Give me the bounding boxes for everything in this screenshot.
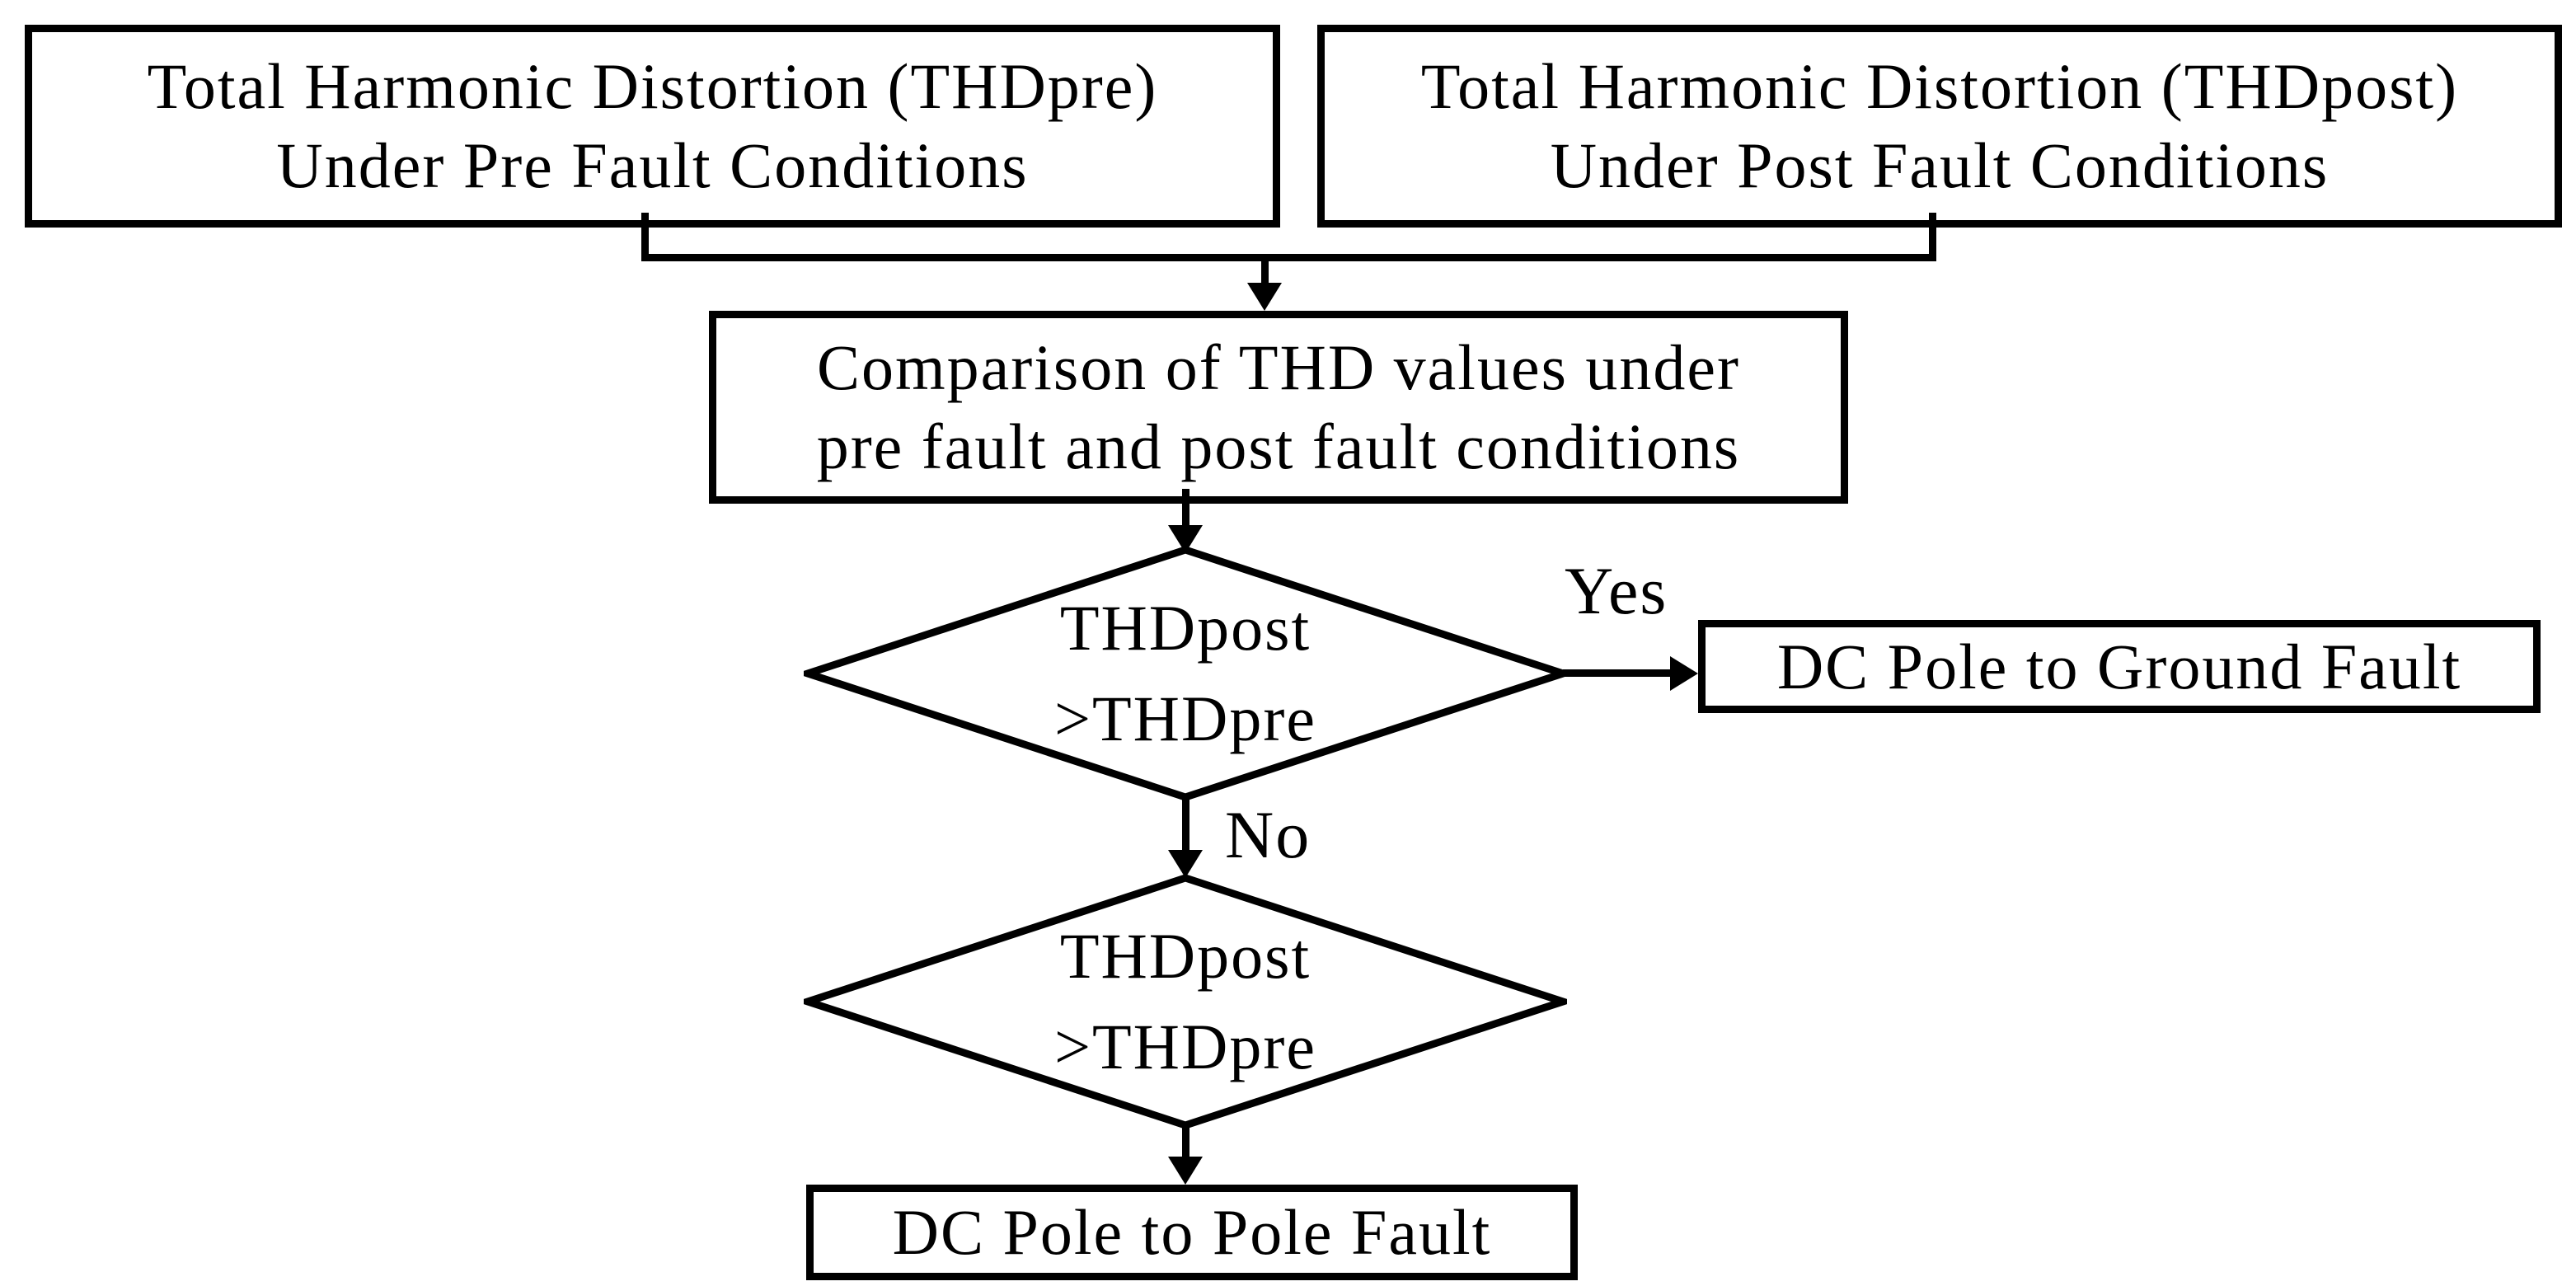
decision2-text: THDpost >THDpre [917, 899, 1453, 1105]
node-thdpost: Total Harmonic Distortion (THDpost) Unde… [1317, 25, 2562, 228]
right-arrowhead-icon [1670, 656, 1698, 691]
connector-decision2-to-pole-fault [1182, 1125, 1189, 1160]
decision2-line1: THDpost [1059, 920, 1311, 992]
down-arrowhead-icon [1168, 1157, 1203, 1185]
connector-decision1-to-ground-fault [1563, 669, 1673, 677]
node-thdpre: Total Harmonic Distortion (THDpre) Under… [25, 25, 1280, 228]
connector-decision1-to-decision2 [1182, 794, 1189, 852]
down-arrowhead-icon [1247, 283, 1282, 311]
edge-label-yes: Yes [1565, 553, 1668, 628]
node-pole-fault-label: DC Pole to Pole Fault [892, 1196, 1492, 1268]
connector-comparison-to-decision1 [1182, 489, 1189, 527]
edge-label-no: No [1225, 797, 1311, 872]
node-ground-fault: DC Pole to Ground Fault [1698, 620, 2541, 713]
node-comparison-line1: Comparison of THD values under [816, 331, 1741, 403]
connector-join-bar [641, 254, 1936, 261]
node-ground-fault-label: DC Pole to Ground Fault [1776, 630, 2462, 702]
node-thdpost-line2: Under Post Fault Conditions [1550, 129, 2330, 201]
decision2-line2: >THDpre [1054, 1011, 1316, 1082]
down-arrowhead-icon [1168, 850, 1203, 878]
node-thdpost-line1: Total Harmonic Distortion (THDpost) [1420, 50, 2459, 122]
node-pole-fault: DC Pole to Pole Fault [806, 1185, 1578, 1280]
connector-thdpost-stub [1929, 213, 1936, 261]
node-comparison-line2: pre fault and post fault conditions [816, 411, 1741, 482]
decision1-line1: THDpost [1059, 592, 1311, 664]
decision1-line2: >THDpre [1054, 683, 1316, 754]
connector-mid-drop [1261, 254, 1269, 285]
node-comparison: Comparison of THD values under pre fault… [709, 311, 1848, 504]
node-thdpre-line2: Under Pre Fault Conditions [276, 129, 1029, 201]
decision1-text: THDpost >THDpre [917, 570, 1453, 777]
node-thdpre-line1: Total Harmonic Distortion (THDpre) [147, 50, 1158, 122]
connector-thdpre-stub [641, 213, 649, 261]
